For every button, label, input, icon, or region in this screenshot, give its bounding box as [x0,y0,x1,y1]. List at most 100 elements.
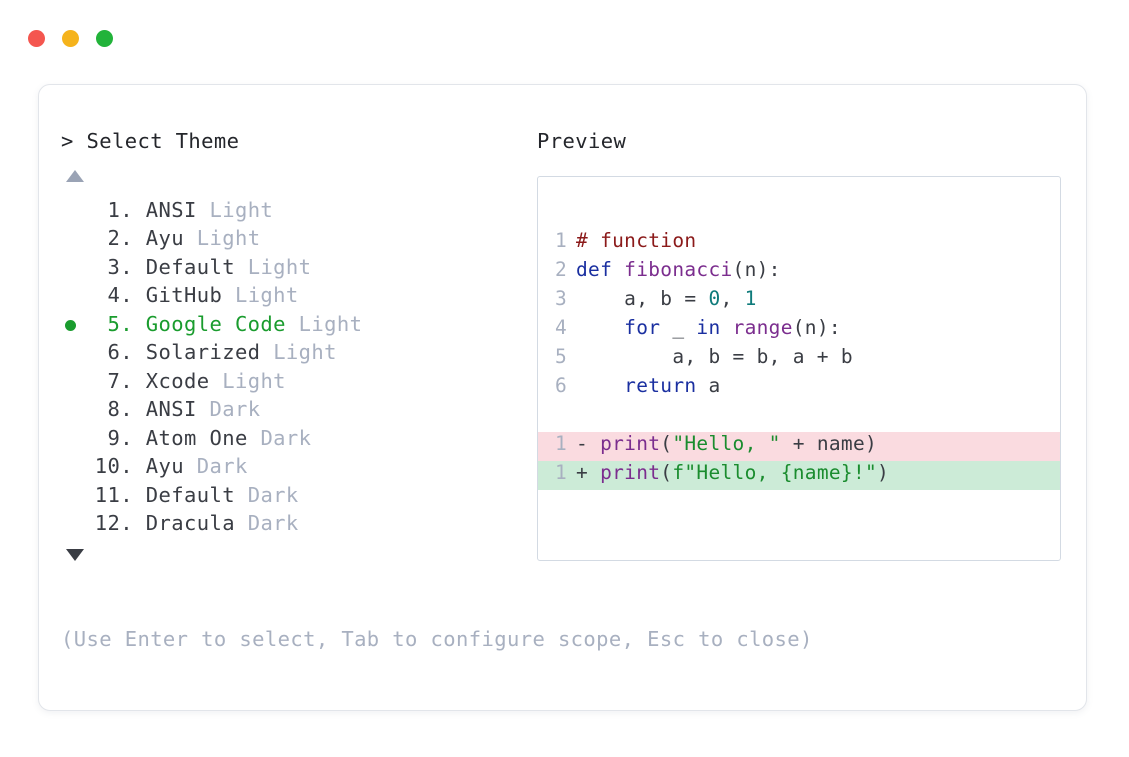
theme-item-separator [133,312,146,336]
theme-list-item[interactable]: 1. ANSI Light [61,198,531,227]
theme-item-gap [235,511,248,535]
theme-item-name: Google Code [145,311,286,336]
theme-item-variant: Dark [209,397,261,421]
theme-item-separator [133,340,146,364]
scroll-down-icon[interactable] [66,548,84,561]
theme-item-gap [184,454,197,478]
preview-heading: Preview [537,129,627,153]
theme-item-gap [260,340,273,364]
code-token [721,316,733,339]
close-window-button[interactable] [28,30,45,47]
theme-item-separator [133,198,146,222]
code-token: _ [660,315,697,339]
line-number: 1 [554,460,567,484]
theme-item-variant: Light [222,368,286,393]
scroll-up-icon[interactable] [66,169,84,182]
code-line-text: return a [576,374,1060,397]
code-token: + [576,460,601,484]
code-line: 2 def fibonacci(n): [538,258,1060,287]
theme-item-name: Xcode [145,368,210,393]
theme-item-index: 3. [107,254,133,279]
theme-item-index: 8. [107,397,133,421]
theme-item-index: 6. [107,340,133,364]
code-token: a [696,373,721,397]
diff-line-del: 1- print("Hello, " + name) [538,431,1060,461]
theme-item-variant: Light [273,340,337,364]
theme-list-item[interactable]: 7. Xcode Light [61,369,531,398]
minimize-window-button[interactable] [62,30,79,47]
theme-item-index: 10. [94,454,133,478]
code-token: fibonacci [624,257,733,281]
code-token: (n): [732,257,781,281]
code-token: + name) [780,431,878,455]
theme-item-name: GitHub [145,283,223,307]
theme-list-item[interactable]: 3. Default Light [61,255,531,284]
maximize-window-button[interactable] [96,30,113,47]
theme-item-gap [197,397,210,421]
line-number: 3 [554,286,567,310]
theme-item-index: 4. [107,283,133,307]
code-line-text: def fibonacci(n): [576,258,1060,281]
theme-item-index: 5. [107,311,133,336]
code-token: # function [576,228,697,252]
theme-item-name: Atom One [145,425,248,450]
line-number: 5 [554,344,567,368]
theme-list-item[interactable]: 11. Default Dark [61,483,531,512]
code-token: a, b = b, a + b [576,344,853,368]
theme-item-separator [133,483,146,507]
theme-list-item[interactable]: 2. Ayu Light [61,226,531,255]
code-token: - [576,431,601,455]
code-token: a, b = [576,286,709,310]
code-line: 6 return a [538,374,1060,403]
theme-item-separator [133,226,146,250]
code-line: 1# function [538,229,1060,258]
theme-item-variant: Light [196,226,261,250]
theme-list-item[interactable]: 6. Solarized Light [61,340,531,369]
code-token [576,316,624,339]
code-token [576,374,624,397]
theme-item-name: ANSI [145,197,197,222]
line-number: 6 [554,373,567,397]
diff-line-add: 1+ print(f"Hello, {name}!") [538,460,1060,490]
code-token: (n): [792,315,841,339]
code-line-text: a, b = b, a + b [576,345,1060,368]
theme-list-item[interactable]: 9. Atom One Dark [61,426,531,455]
theme-item-gap [222,283,235,307]
theme-list-item[interactable]: 8. ANSI Dark [61,397,531,426]
theme-item-separator [133,369,146,393]
diff-block: 1- print("Hello, " + name)1+ print(f"Hel… [538,431,1060,490]
theme-list-item[interactable]: 12. Dracula Dark [61,511,531,540]
theme-item-gap [197,198,210,222]
theme-list-item[interactable]: 4. GitHub Light [61,283,531,312]
code-token: ( [660,431,673,455]
theme-item-separator [133,511,146,535]
theme-item-gap [235,255,248,279]
selected-bullet-icon [65,319,76,331]
theme-list-item[interactable]: 5. Google Code Light [61,312,531,341]
code-token: ) [877,460,890,484]
theme-item-variant: Light [234,283,299,307]
line-number: 2 [554,257,567,281]
theme-item-separator [133,426,146,450]
code-line-text: for _ in range(n): [576,316,1060,339]
code-spacer [538,403,1060,432]
theme-item-variant: Dark [247,482,299,507]
keyboard-hint: (Use Enter to select, Tab to configure s… [61,627,813,651]
code-token: return [624,373,697,397]
theme-item-name: Ayu [145,454,184,478]
theme-item-variant: Dark [247,511,299,535]
theme-item-variant: Dark [260,425,312,450]
theme-list-item[interactable]: 10. Ayu Dark [61,454,531,483]
line-number: 4 [554,315,567,339]
theme-item-separator [133,454,146,478]
code-token: print [600,431,661,455]
code-token: def [576,257,625,281]
code-token: in [696,315,721,339]
code-line-text: # function [576,229,1060,252]
